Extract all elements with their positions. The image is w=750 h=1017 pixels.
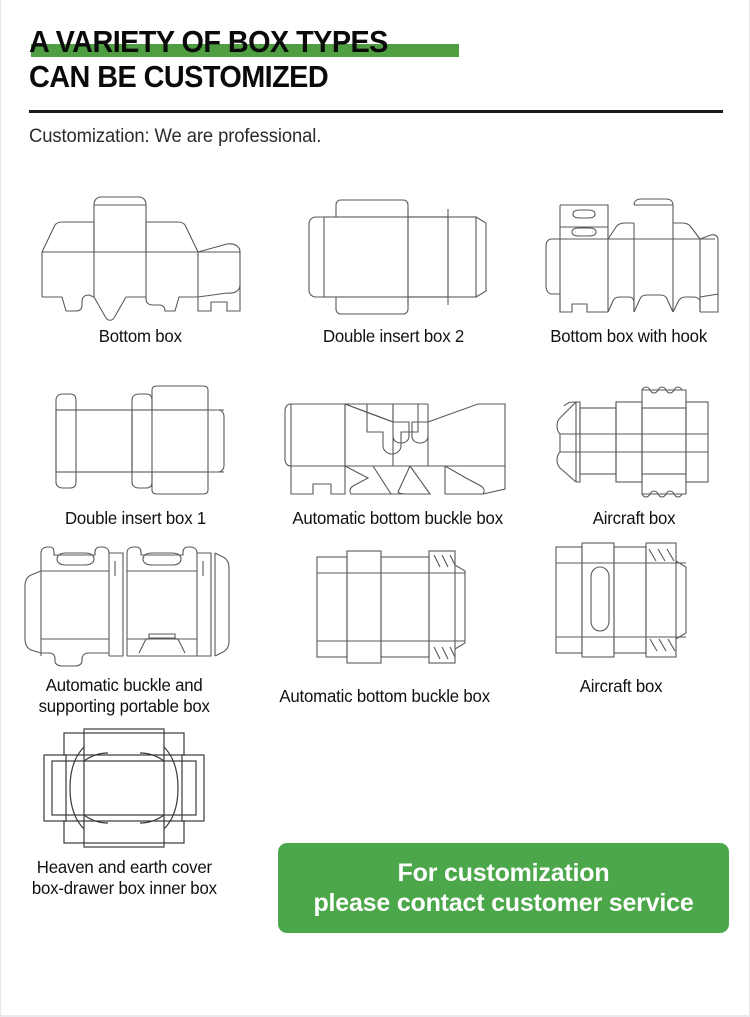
bottom-box-diagram: [32, 187, 250, 322]
page-title-line-1: A VARIETY OF BOX TYPES: [29, 24, 388, 59]
box-card-aircraft-box-b[interactable]: Aircraft box: [521, 539, 721, 697]
box-card-bottom-box[interactable]: Bottom box: [14, 187, 267, 347]
box-label: Automatic bottom buckle box: [292, 508, 504, 528]
contact-customer-service-button[interactable]: For customization please contact custome…: [278, 843, 729, 933]
box-label: Automatic bottom buckle box: [279, 686, 491, 706]
box-label-line-1: Automatic buckle and: [45, 675, 203, 695]
page-title: A VARIETY OF BOX TYPES CAN BE CUSTOMIZED: [29, 24, 459, 94]
box-label-line-2: supporting portable box: [38, 696, 210, 716]
box-label: Double insert box 1: [64, 508, 207, 528]
page-header: A VARIETY OF BOX TYPES CAN BE CUSTOMIZED…: [1, 0, 749, 148]
box-card-automatic-buckle-portable-box[interactable]: Automatic buckle and supporting portable…: [0, 531, 249, 717]
box-card-automatic-bottom-buckle-box-a[interactable]: Automatic bottom buckle box: [262, 374, 534, 529]
bottom-box-with-hook-diagram: [530, 187, 728, 322]
box-label: Aircraft box: [592, 508, 676, 528]
double-insert-box-2-diagram: [286, 187, 501, 322]
box-label-line-1: Heaven and earth cover: [36, 857, 212, 877]
box-type-grid: Bottom box Double insert box 2: [1, 162, 749, 911]
header-divider: [29, 110, 723, 113]
page-title-line-2: CAN BE CUSTOMIZED: [29, 59, 329, 94]
box-card-automatic-bottom-buckle-box-b[interactable]: Automatic bottom buckle box: [249, 545, 521, 707]
box-card-heaven-and-earth-cover-box[interactable]: Heaven and earth cover box-drawer box in…: [0, 723, 249, 899]
box-card-double-insert-box-1[interactable]: Double insert box 1: [9, 372, 262, 529]
automatic-bottom-buckle-box-a-diagram: [273, 374, 523, 504]
box-label: Bottom box: [98, 326, 183, 346]
box-label: Double insert box 2: [322, 326, 465, 346]
box-label-line-2: box-drawer box inner box: [31, 878, 217, 898]
heaven-and-earth-cover-box-diagram: [22, 723, 227, 853]
box-label: Heaven and earth cover box-drawer box in…: [32, 857, 217, 899]
automatic-bottom-buckle-box-b-diagram: [295, 545, 475, 670]
aircraft-box-a-diagram: [544, 372, 724, 504]
box-label: Bottom box with hook: [550, 326, 708, 346]
box-card-double-insert-box-2[interactable]: Double insert box 2: [267, 187, 520, 347]
cta-line-2: please contact customer service: [313, 889, 694, 917]
box-label: Automatic buckle and supporting portable…: [38, 675, 209, 717]
box-grid-row-4: Heaven and earth cover box-drawer box in…: [1, 721, 750, 911]
box-grid-row-1: Bottom box Double insert box 2: [1, 162, 750, 347]
cta-line-1: For customization: [397, 859, 610, 887]
box-grid-row-2: Double insert box 1: [1, 351, 750, 529]
box-card-bottom-box-with-hook[interactable]: Bottom box with hook: [520, 187, 738, 347]
page-subtitle: Customization: We are professional.: [29, 126, 322, 147]
double-insert-box-1-diagram: [28, 372, 243, 504]
aircraft-box-b-diagram: [546, 539, 696, 664]
automatic-buckle-portable-box-diagram: [9, 531, 239, 671]
title-highlight-bar: [31, 44, 459, 57]
box-card-aircraft-box-a[interactable]: Aircraft box: [534, 372, 734, 529]
box-label: Aircraft box: [579, 676, 663, 696]
box-grid-row-3: Automatic buckle and supporting portable…: [1, 531, 750, 721]
